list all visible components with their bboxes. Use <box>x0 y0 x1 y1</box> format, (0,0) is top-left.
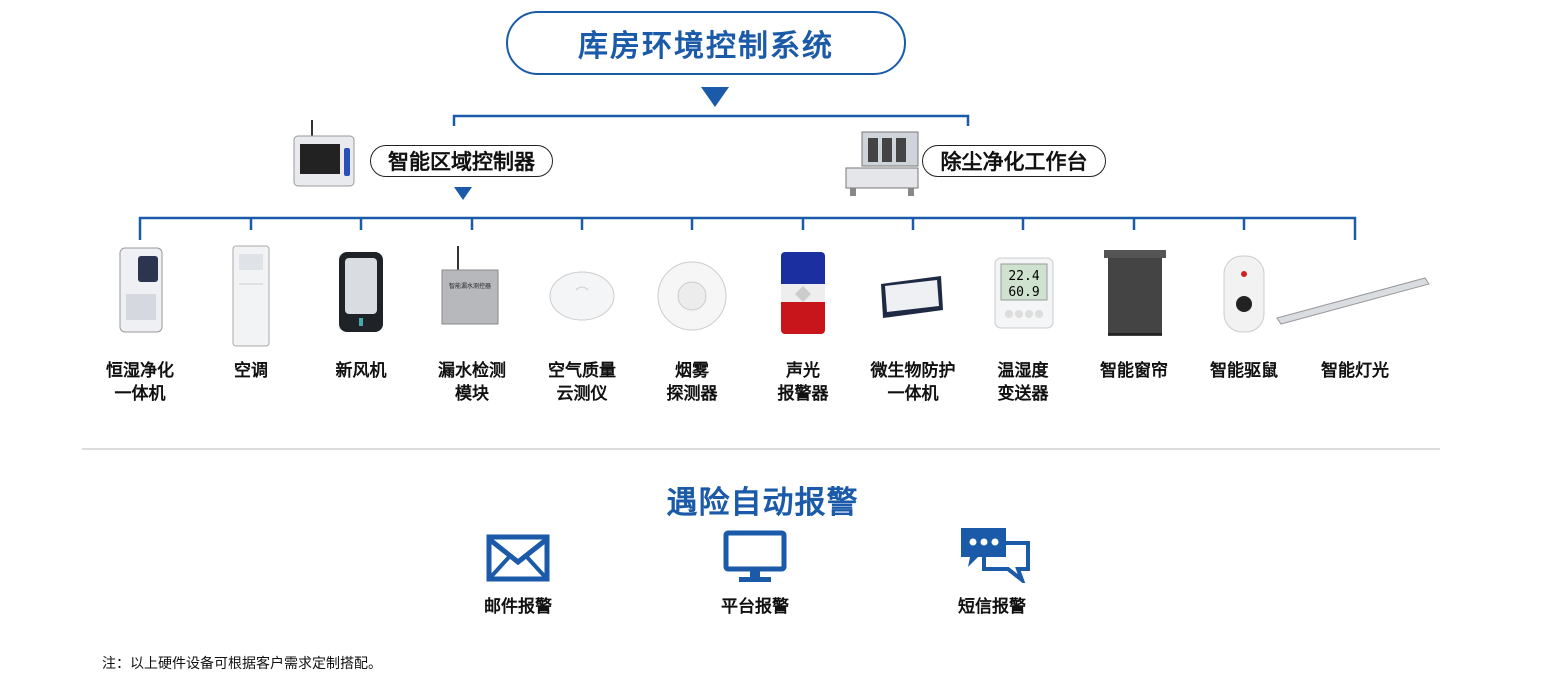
humidifier-purifier-icon <box>119 247 163 333</box>
device-bus-line <box>138 216 1357 240</box>
controller-box-icon <box>293 120 355 187</box>
device-label: 漏水检测模块 <box>417 360 527 406</box>
alarm-section-title: 遇险自动报警 <box>666 485 859 521</box>
device-label-line: 声光 <box>786 361 820 381</box>
device-label-line: 智能窗帘 <box>1100 361 1168 381</box>
device-label-line: 漏水检测 <box>438 361 506 381</box>
device-label-line: 空调 <box>234 361 268 381</box>
microbe-protector-icon <box>881 276 943 318</box>
thermo-temp-readout: 22.4 <box>1008 269 1039 284</box>
device-label-line: 智能灯光 <box>1321 361 1389 381</box>
zone-down-arrow-icon <box>454 187 472 200</box>
siren-icon <box>781 252 825 334</box>
channel-label-email: 邮件报警 <box>484 597 552 617</box>
device-label: 温湿度变送器 <box>968 360 1078 406</box>
controller-label-zone: 智能区域控制器 <box>370 145 553 177</box>
thermo-hygrometer-icon: 22.460.9 <box>994 257 1054 329</box>
device-label: 烟雾探测器 <box>637 360 747 406</box>
device-label-line: 云测仪 <box>556 384 608 404</box>
title-down-arrow-icon <box>701 87 729 107</box>
device-label: 智能窗帘 <box>1079 360 1189 383</box>
chat-bubbles-icon <box>961 528 1030 583</box>
device-label-line: 恒湿净化 <box>106 361 174 381</box>
leak-detector-icon: 智能漏水测控器 <box>441 246 499 325</box>
monitor-icon <box>723 530 787 582</box>
device-label-line: 一体机 <box>114 384 166 404</box>
device-label-line: 空气质量 <box>548 361 616 381</box>
device-label-line: 温湿度 <box>997 361 1049 381</box>
device-label: 恒湿净化一体机 <box>85 360 195 406</box>
section-divider <box>82 448 1440 450</box>
device-label: 空调 <box>196 360 306 383</box>
workbench-icon <box>845 131 919 196</box>
air-quality-sensor-icon <box>549 271 615 321</box>
device-label: 智能驱鼠 <box>1189 360 1299 383</box>
device-label-line: 变送器 <box>997 384 1049 404</box>
rodent-repeller-icon <box>1223 255 1265 333</box>
device-label: 新风机 <box>306 360 416 383</box>
leak-module-text: 智能漏水测控器 <box>449 282 491 290</box>
device-label-line: 微生物防护 <box>870 361 956 381</box>
curtain-icon <box>1104 250 1166 336</box>
envelope-icon <box>486 534 550 582</box>
fresh-air-unit-icon <box>339 252 383 332</box>
device-label: 声光报警器 <box>748 360 858 406</box>
device-label-line: 一体机 <box>887 384 939 404</box>
device-label-line: 智能驱鼠 <box>1210 361 1278 381</box>
device-label-line: 新风机 <box>335 361 387 381</box>
thermo-humidity-readout: 60.9 <box>1008 285 1039 300</box>
system-title: 库房环境控制系统 <box>506 11 906 75</box>
light-bar-icon <box>1276 277 1430 325</box>
device-label: 空气质量云测仪 <box>527 360 637 406</box>
device-label-line: 模块 <box>455 384 489 404</box>
tree-connectors <box>138 114 1357 240</box>
channel-label-platform: 平台报警 <box>721 597 789 617</box>
channel-label-sms: 短信报警 <box>958 597 1026 617</box>
top-branch-line <box>452 114 970 126</box>
device-label-line: 烟雾 <box>675 361 709 381</box>
air-conditioner-icon <box>232 245 270 347</box>
smoke-detector-icon <box>657 261 727 331</box>
device-label-line: 报警器 <box>777 384 829 404</box>
device-label-line: 探测器 <box>666 384 718 404</box>
footnote: 注：以上硬件设备可根据客户需求定制搭配。 <box>102 656 382 672</box>
device-label: 智能灯光 <box>1300 360 1410 383</box>
device-label: 微生物防护一体机 <box>858 360 968 406</box>
controller-label-workbench: 除尘净化工作台 <box>922 145 1106 177</box>
